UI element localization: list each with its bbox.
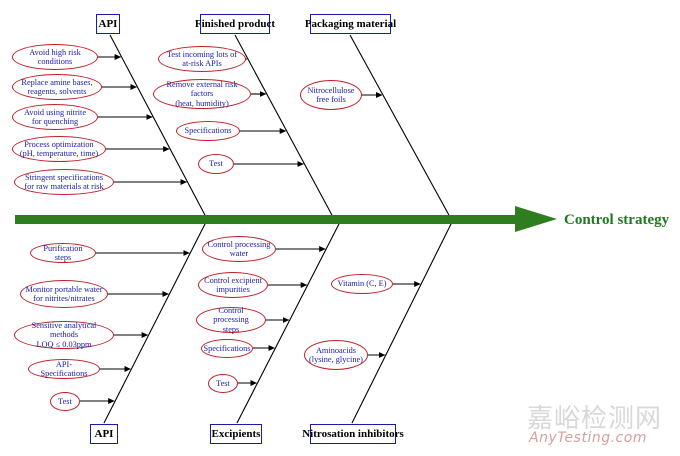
category-api-bottom: API: [90, 424, 118, 444]
bone-packaging-material: [349, 34, 451, 218]
cause-replace-amine-bases: Replace amine bases, reagents, solvents: [12, 74, 102, 100]
category-api-top: API: [96, 14, 120, 34]
cause-process-optimization: Process optimization (pH, temperature, t…: [12, 136, 106, 162]
cause-excipient-specifications: Specifications: [201, 339, 253, 358]
category-packaging-material: Packaging material: [305, 14, 396, 34]
bone-api-bottom: [103, 221, 207, 424]
cause-aminoacids: Aminoacids (lysine, glycine): [304, 340, 368, 370]
cause-api-test: Test: [50, 392, 80, 411]
cause-control-excipient-impurities: Control excipient impurities: [198, 272, 268, 298]
cause-vitamin-c-e: Vitamin (C, E): [331, 274, 393, 294]
watermark-cn: 嘉峪检测网: [527, 404, 663, 434]
category-nitrosation-inhibitors: Nitrosation inhibitors: [302, 424, 404, 444]
cause-remove-external-risk-factors: Remove external risk factors (heat, humi…: [153, 79, 251, 109]
watermark-en: AnyTesting.com: [529, 430, 647, 446]
cause-test-incoming-lots: Test incoming lots of at-risk APIs: [158, 46, 246, 72]
cause-excipient-test: Test: [208, 374, 238, 393]
cause-monitor-portable-water: Monitor portable water for nitrites/nitr…: [20, 280, 108, 308]
bone-nitrosation-inhibitors: [351, 221, 453, 424]
category-finished-product: Finished product: [195, 14, 275, 34]
effect-label: Control strategy: [564, 212, 670, 228]
cause-nitrocellulose-free-foils: Nitrocellulose free foils: [300, 80, 362, 110]
cause-sensitive-analytical-methods: Sensitive analytical methods LOQ ≤ 0.03p…: [14, 321, 114, 349]
cause-control-processing-water: Control processing water: [202, 236, 276, 262]
cause-avoid-nitrite-quenching: Avoid using nitrite for quenching: [12, 104, 98, 130]
bone-api-top: [109, 34, 207, 218]
cause-purification-steps: Purification steps: [30, 243, 96, 263]
cause-api-specifications: API-Specifications: [28, 359, 100, 379]
cause-avoid-high-risk-conditions: Avoid high risk conditions: [12, 44, 98, 70]
cause-fp-specifications: Specifications: [176, 121, 240, 141]
cause-control-processing-steps: Control processing steps: [196, 306, 266, 334]
bone-finished-product: [234, 34, 334, 218]
cause-fp-test: Test: [198, 154, 234, 174]
cause-stringent-specifications: Stringent specifications for raw materia…: [14, 169, 114, 195]
spine-arrow: [15, 206, 557, 232]
category-excipients: Excipients: [210, 424, 262, 444]
